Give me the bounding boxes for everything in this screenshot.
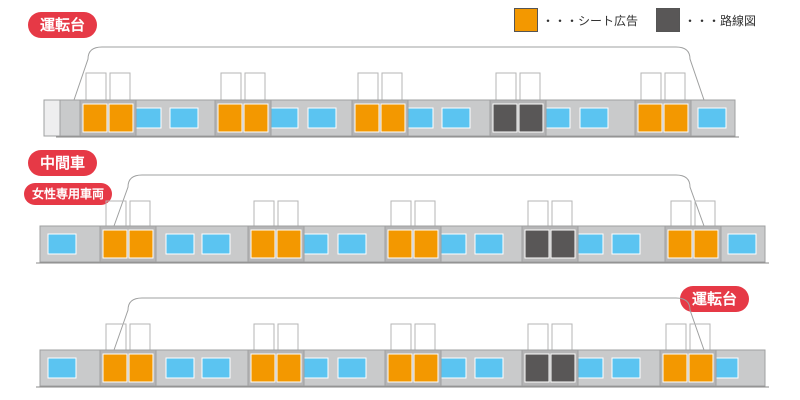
seat-ad-panel bbox=[108, 103, 134, 133]
legend-seat-ad: ・・・シート広告 bbox=[514, 8, 638, 32]
door-frame-left bbox=[665, 323, 687, 351]
seat-ad-panel bbox=[663, 103, 689, 133]
door-frame-right bbox=[414, 323, 436, 351]
door-frame-right bbox=[109, 72, 131, 101]
window bbox=[165, 233, 195, 255]
seat-ad-panel bbox=[688, 353, 714, 383]
door-frame-left bbox=[670, 200, 692, 227]
seat-ad-panel bbox=[217, 103, 243, 133]
door-frame-right bbox=[689, 323, 711, 351]
window bbox=[132, 107, 162, 129]
door-frame-right bbox=[551, 323, 573, 351]
window bbox=[47, 357, 77, 379]
door-frame-right bbox=[694, 200, 716, 227]
seat-ad-panel bbox=[413, 229, 439, 259]
door-frame-left bbox=[105, 323, 127, 351]
door-frame-left bbox=[220, 72, 242, 101]
legend-swatch-seat-ad bbox=[514, 8, 538, 32]
door-frame-left bbox=[390, 200, 412, 227]
door-frame-left bbox=[527, 200, 549, 227]
car-label-middle-car: 中間車 bbox=[28, 150, 98, 176]
seat-ad-panel bbox=[276, 353, 302, 383]
door-frame-right bbox=[414, 200, 436, 227]
window bbox=[47, 233, 77, 255]
window bbox=[269, 107, 299, 129]
car-roof-outline bbox=[113, 297, 705, 351]
door-frame-left bbox=[640, 72, 662, 101]
door-frame-left bbox=[390, 323, 412, 351]
route-map-panel bbox=[492, 103, 518, 133]
window bbox=[579, 107, 609, 129]
car-label-driver-cab-top: 運転台 bbox=[28, 12, 98, 38]
window bbox=[201, 357, 231, 379]
route-map-panel bbox=[550, 353, 576, 383]
window bbox=[474, 233, 504, 255]
legend-swatch-route-map bbox=[656, 8, 680, 32]
window bbox=[437, 357, 467, 379]
door-frame-left bbox=[253, 200, 275, 227]
seat-ad-panel bbox=[693, 229, 719, 259]
window bbox=[727, 233, 757, 255]
window bbox=[437, 233, 467, 255]
seat-ad-panel bbox=[637, 103, 663, 133]
door-frame-right bbox=[129, 323, 151, 351]
door-frame-right bbox=[519, 72, 541, 101]
door-frame-right bbox=[244, 72, 266, 101]
window bbox=[574, 233, 604, 255]
window bbox=[697, 107, 727, 129]
route-map-panel bbox=[524, 353, 550, 383]
window bbox=[574, 357, 604, 379]
door-frame-right bbox=[381, 72, 403, 101]
door-frame-left bbox=[105, 200, 127, 227]
route-map-panel bbox=[518, 103, 544, 133]
seat-ad-panel bbox=[243, 103, 269, 133]
window bbox=[165, 357, 195, 379]
legend-label-seat-ad: ・・・シート広告 bbox=[542, 13, 639, 28]
route-map-panel bbox=[524, 229, 550, 259]
seat-ad-panel bbox=[413, 353, 439, 383]
door-frame-left bbox=[253, 323, 275, 351]
window bbox=[169, 107, 199, 129]
seat-ad-panel bbox=[667, 229, 693, 259]
door-frame-left bbox=[85, 72, 107, 101]
seat-ad-panel bbox=[102, 229, 128, 259]
seat-ad-panel bbox=[380, 103, 406, 133]
window bbox=[611, 357, 641, 379]
seat-ad-panel bbox=[250, 353, 276, 383]
door-frame-left bbox=[357, 72, 379, 101]
seat-ad-panel bbox=[128, 353, 154, 383]
legend-label-route-map: ・・・路線図 bbox=[684, 13, 757, 28]
car-roof-outline bbox=[73, 46, 705, 101]
route-map-panel bbox=[550, 229, 576, 259]
window bbox=[611, 233, 641, 255]
window bbox=[441, 107, 471, 129]
car-label-women-only: 女性専用車両 bbox=[24, 183, 113, 205]
door-frame-right bbox=[129, 200, 151, 227]
door-frame-right bbox=[664, 72, 686, 101]
seat-ad-panel bbox=[387, 229, 413, 259]
window bbox=[404, 107, 434, 129]
window bbox=[201, 233, 231, 255]
seat-ad-panel bbox=[128, 229, 154, 259]
door-frame-right bbox=[551, 200, 573, 227]
door-frame-left bbox=[527, 323, 549, 351]
car-roof-outline bbox=[113, 174, 705, 227]
car-label-driver-cab-bottom: 運転台 bbox=[680, 286, 750, 312]
door-frame-right bbox=[277, 200, 299, 227]
seat-ad-panel bbox=[82, 103, 108, 133]
seat-ad-panel bbox=[354, 103, 380, 133]
window bbox=[337, 357, 367, 379]
seat-ad-panel bbox=[387, 353, 413, 383]
seat-ad-panel bbox=[276, 229, 302, 259]
seat-ad-panel bbox=[102, 353, 128, 383]
legend-route-map: ・・・路線図 bbox=[656, 8, 756, 32]
seat-ad-panel bbox=[662, 353, 688, 383]
window bbox=[307, 107, 337, 129]
door-frame-left bbox=[495, 72, 517, 101]
door-frame-right bbox=[277, 323, 299, 351]
seat-ad-panel bbox=[250, 229, 276, 259]
window bbox=[474, 357, 504, 379]
window bbox=[337, 233, 367, 255]
